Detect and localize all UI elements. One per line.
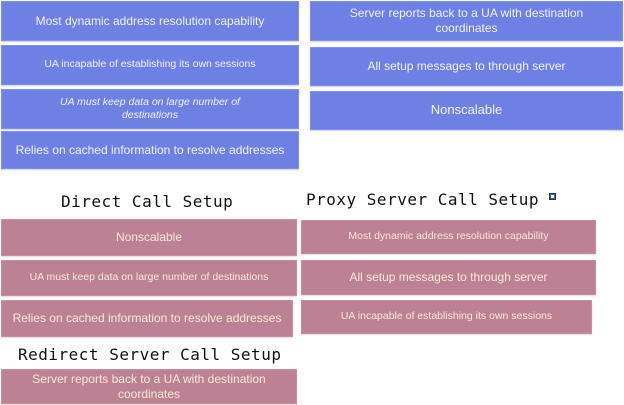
redirect-server-call-setup-heading: Redirect Server Call Setup bbox=[18, 345, 282, 364]
proxy-server-call-setup-heading: Proxy Server Call Setup bbox=[306, 190, 540, 209]
small-square-icon bbox=[549, 193, 556, 200]
option-card[interactable]: Most dynamic address resolution capabili… bbox=[1, 1, 299, 41]
placed-card[interactable]: UA must keep data on large number of des… bbox=[1, 260, 297, 296]
option-card[interactable]: All setup messages to through server bbox=[310, 47, 623, 86]
option-card[interactable]: Server reports back to a UA with destina… bbox=[310, 1, 623, 41]
option-card[interactable]: UA must keep data on large number of des… bbox=[1, 89, 299, 129]
option-card[interactable]: Relies on cached information to resolve … bbox=[1, 131, 299, 169]
direct-call-setup-heading: Direct Call Setup bbox=[61, 192, 234, 211]
placed-card[interactable]: Nonscalable bbox=[1, 219, 297, 256]
placed-card[interactable]: Most dynamic address resolution capabili… bbox=[301, 220, 596, 254]
option-card[interactable]: UA incapable of establishing its own ses… bbox=[1, 45, 299, 85]
placed-card[interactable]: All setup messages to through server bbox=[301, 260, 596, 295]
placed-card[interactable]: UA incapable of establishing its own ses… bbox=[301, 300, 592, 334]
placed-card[interactable]: Relies on cached information to resolve … bbox=[1, 300, 293, 337]
option-card[interactable]: Nonscalable bbox=[310, 91, 623, 130]
placed-card[interactable]: Server reports back to a UA with destina… bbox=[1, 369, 297, 404]
